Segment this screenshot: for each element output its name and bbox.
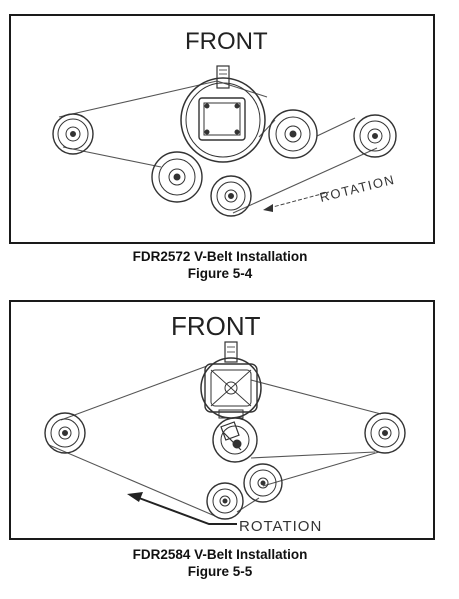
figure-5-4-diagram: FRONT (52, 28, 397, 217)
caption-title: FDR2572 V-Belt Installation (132, 249, 308, 264)
crankshaft-pulley (210, 175, 252, 217)
right-idler-pulley (364, 412, 406, 454)
water-pump-pulley (151, 151, 203, 203)
figure-5-5-frame: FRONT (9, 300, 435, 540)
front-label: FRONT (185, 28, 268, 55)
v-belt (58, 80, 378, 214)
rotation-arrow (263, 191, 330, 212)
alternator-pulley (243, 463, 283, 503)
crankshaft-pulley (206, 482, 244, 520)
left-idler-pulley (52, 113, 94, 155)
fan-hub-pulley (180, 65, 266, 163)
caption-title: FDR2584 V-Belt Installation (132, 547, 308, 562)
rotation-arrow (127, 492, 237, 525)
right-idler-pulley (353, 114, 397, 158)
caption-figure-number: Figure 5-5 (187, 564, 253, 579)
belt-tensioner (212, 417, 258, 463)
figure-5-4-caption: FDR2572 V-Belt Installation Figure 5-4 (0, 248, 440, 282)
rotation-label: ROTATION (318, 172, 397, 205)
alternator-pulley (268, 109, 318, 159)
figure-5-5-caption: FDR2584 V-Belt Installation Figure 5-5 (0, 546, 440, 580)
rotation-label: ROTATION (239, 518, 322, 535)
caption-figure-number: Figure 5-4 (187, 266, 253, 281)
front-label: FRONT (171, 311, 261, 341)
left-idler-pulley (44, 412, 86, 454)
figure-5-4-frame: FRONT (9, 14, 435, 244)
figure-5-5-diagram: FRONT (44, 311, 406, 535)
